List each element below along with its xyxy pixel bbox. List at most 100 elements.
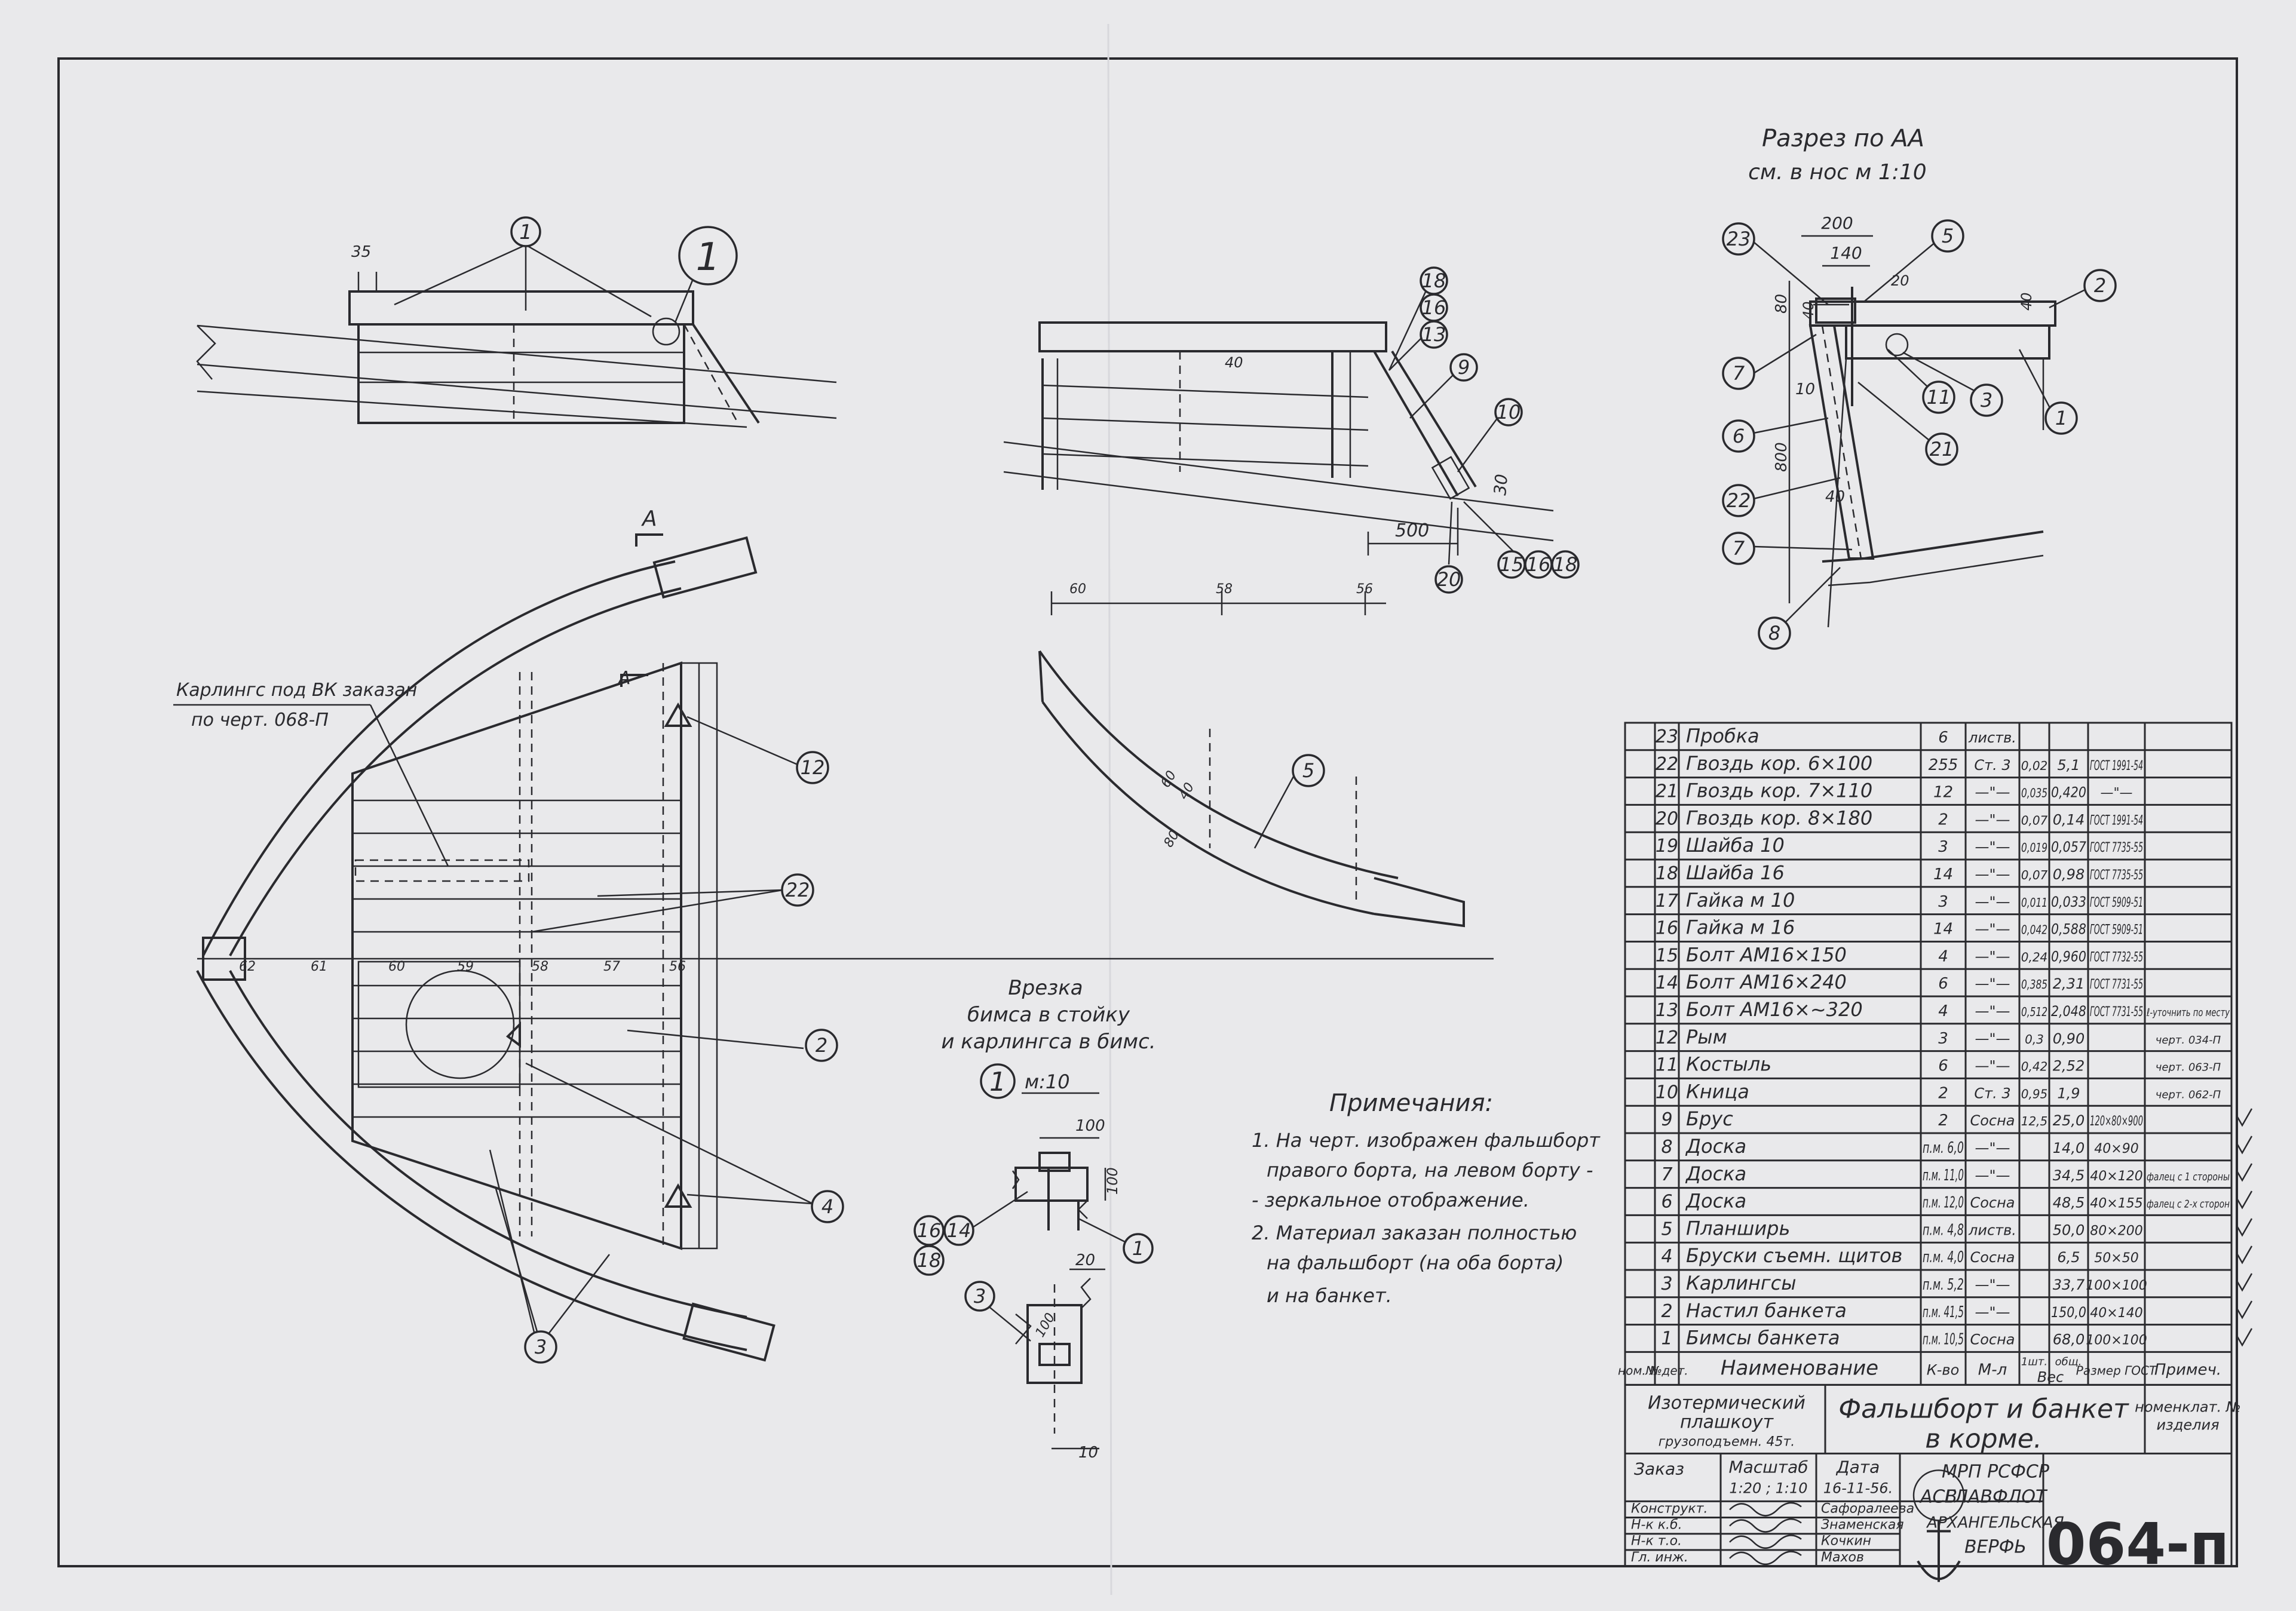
callout-label: 16 [917, 1219, 942, 1242]
parts-cell-w1: 0,385 [2021, 977, 2047, 992]
inset-dim: 100 [1104, 1167, 1121, 1195]
callout-circle [1925, 432, 1958, 466]
org-line: ГЛАВФЛОТ [1945, 1486, 2048, 1507]
callout-label: 4 [821, 1195, 833, 1218]
parts-cell-pos: 19 [1656, 836, 1678, 857]
parts-cell-pos: 11 [1656, 1055, 1678, 1076]
callout-label: 16 [1422, 296, 1446, 319]
callout-label: 21 [1930, 438, 1954, 461]
parts-cell-note: фалец с 2-х сторон [2147, 1198, 2230, 1211]
beam-curve [1038, 650, 1399, 879]
parts-cell-qty: п.м. 10,5 [1923, 1331, 1964, 1349]
check-mark [2236, 1273, 2253, 1292]
callout-label: 5 [1942, 225, 1954, 247]
parts-cell-qty: 2 [1938, 811, 1948, 828]
object-line: плашкоут [1680, 1411, 1774, 1432]
section-dim: 140 [1830, 243, 1862, 263]
inset-dim: 100 [1075, 1117, 1105, 1135]
parts-cell-w1: 0,011 [2021, 895, 2047, 910]
ring-bolt-symbol [664, 702, 692, 727]
parts-cell-w1: 0,3 [2025, 1032, 2044, 1047]
callout-label: 1 [1132, 1237, 1144, 1260]
parts-cell-mat: —"— [1975, 811, 2010, 828]
callout-circle [1722, 419, 1755, 453]
callout-label: 3 [535, 1336, 547, 1358]
notes-line: 1. На черт. изображен фальшборт [1252, 1129, 1601, 1152]
check-mark [2236, 1218, 2253, 1237]
check-mark [2236, 1300, 2253, 1320]
bulwark-rail [1038, 321, 1387, 352]
notes-line: - зеркальное отображение. [1252, 1189, 1529, 1211]
drawing-title: в корме. [1925, 1423, 2042, 1454]
parts-cell-pos: 4 [1661, 1246, 1672, 1267]
bulwark-outer-top [202, 560, 676, 956]
header-w1: 1шт. [2021, 1355, 2047, 1368]
parts-cell-qty: п.м. 12,0 [1923, 1194, 1964, 1212]
parts-cell-w1: 0,07 [2021, 868, 2048, 882]
parts-cell-name: Гвоздь кор. 8×180 [1686, 806, 1872, 829]
parts-cell-w2: 0,960 [2051, 948, 2086, 965]
top-detail-dim: 35 [351, 243, 371, 261]
parts-cell-mat: —"— [1975, 1058, 2010, 1075]
section-dim: 40 [2018, 292, 2035, 311]
parts-cell-size: 100×100 [2086, 1278, 2147, 1293]
callout-circle [805, 1029, 838, 1062]
beam-frame: 58 [1216, 582, 1233, 597]
parts-cell-note: черт. 062-П [2156, 1088, 2221, 1101]
inset-dim: 10 [1078, 1444, 1098, 1462]
callout-label: 18 [1553, 553, 1578, 576]
callout-circle [914, 1245, 945, 1276]
parts-cell-mat: —"— [1975, 866, 2010, 883]
parts-cell-qty: 14 [1933, 866, 1953, 883]
parts-cell-name: Болт АМ16×150 [1686, 943, 1847, 966]
parts-cell-w2: 2,048 [2051, 1003, 2086, 1020]
parts-cell-name: Болт АМ16×~320 [1686, 998, 1863, 1021]
callout-label: 1 [519, 220, 532, 244]
beam-frame: 56 [1356, 582, 1373, 597]
parts-cell-pos: 1 [1661, 1328, 1672, 1349]
bulwark-dim: 30 [1490, 473, 1512, 496]
parts-cell-w2: 0,057 [2051, 839, 2087, 855]
parts-cell-name: Болт АМ16×240 [1686, 971, 1847, 993]
parts-cell-qty: п.м. 41,5 [1923, 1303, 1964, 1321]
role-name: Знаменская [1821, 1518, 1904, 1533]
parts-cell-pos: 2 [1661, 1301, 1672, 1322]
parts-cell-qty: 12 [1933, 784, 1953, 802]
scale-value: 1:20 ; 1:10 [1729, 1480, 1807, 1496]
callout-label: 20 [1437, 568, 1461, 591]
callout-label: 10 [1497, 401, 1521, 424]
parts-cell-name: Рым [1686, 1026, 1727, 1048]
parts-cell-mat: Ст. 3 [1974, 1085, 2010, 1101]
parts-cell-w1: 12,5 [2021, 1114, 2048, 1128]
parts-cell-note: фалец с 1 стороны [2147, 1171, 2230, 1183]
parts-cell-mat: —"— [1975, 784, 2010, 801]
parts-cell-w1: 0,019 [2021, 840, 2047, 855]
stern-plan-view: 62 61 60 59 58 57 56 А А Карлингс под ВК… [173, 507, 1494, 1362]
header-weight: Вес [2037, 1368, 2064, 1385]
check-mark [2236, 1108, 2253, 1127]
parts-cell-pos: 21 [1656, 781, 1678, 802]
parts-cell-w2: 1,9 [2057, 1085, 2080, 1101]
parts-cell-name: Гвоздь кор. 6×100 [1686, 752, 1872, 775]
section-dim: 800 [1773, 442, 1791, 472]
parts-cell-name: Карлингсы [1686, 1272, 1796, 1294]
parts-cell-mat: —"— [1975, 1276, 2010, 1293]
role-name: Кочкин [1821, 1534, 1871, 1549]
parts-cell-mat: —"— [1975, 894, 2010, 910]
role-name: Сафоралеева [1821, 1501, 1914, 1516]
nomenclature: номенклат. № [2135, 1398, 2241, 1415]
callout-circle [1922, 380, 1955, 414]
bulwark-side-view: 40 30 500 [1003, 286, 1554, 565]
header-name: Наименование [1721, 1356, 1878, 1380]
parts-cell-size: 40×90 [2094, 1141, 2138, 1156]
parts-cell-w2: 2,31 [2053, 975, 2085, 992]
role-label: Конструкт. [1631, 1501, 1708, 1516]
parts-cell-w2: 34,5 [2053, 1167, 2085, 1184]
